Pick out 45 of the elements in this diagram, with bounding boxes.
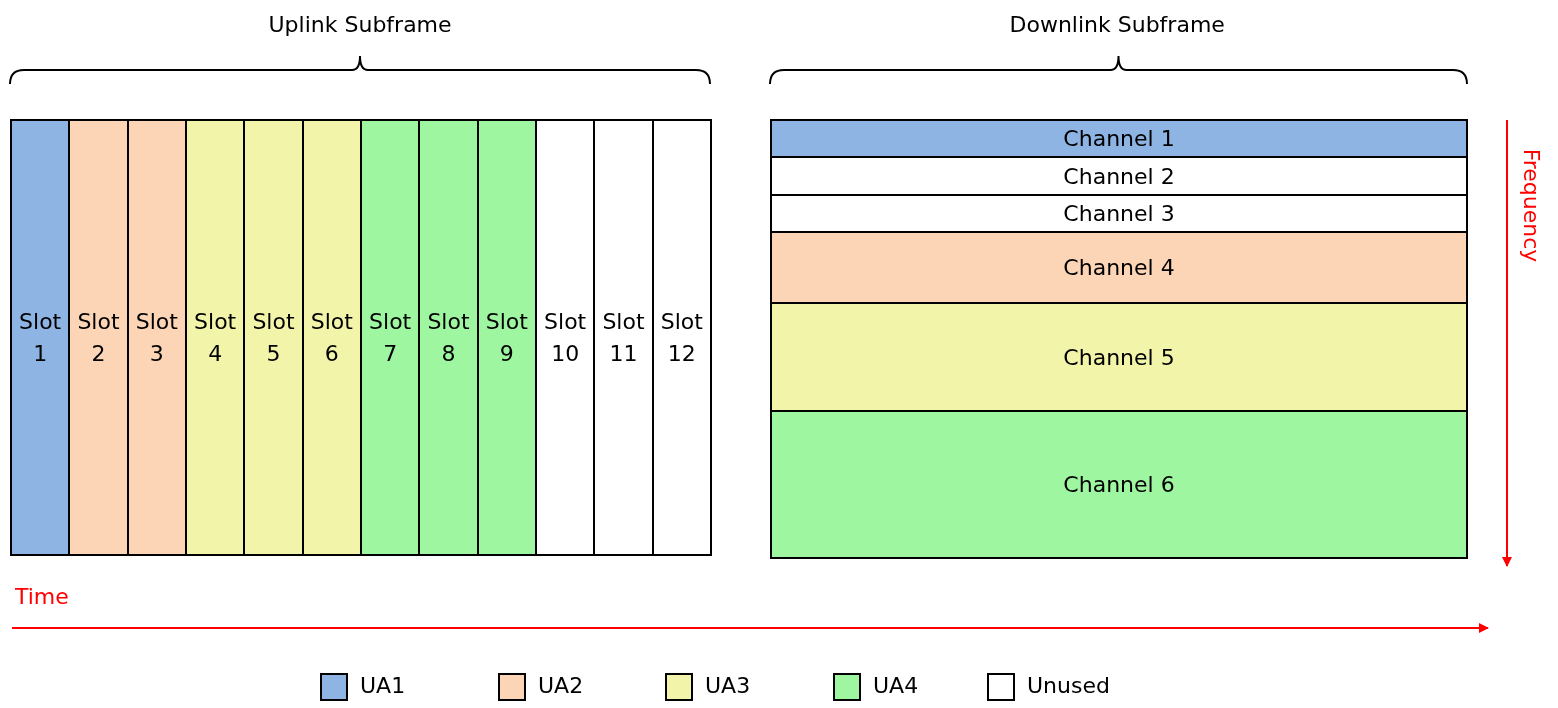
- slot-label: Slot 11: [602, 307, 645, 368]
- time-slot: [476, 119, 537, 556]
- slot-label: Slot 3: [135, 307, 178, 368]
- channel-label: Channel 2: [1063, 163, 1175, 189]
- slot-label: Slot 12: [660, 307, 703, 368]
- channel-band: [770, 194, 1468, 233]
- section-title: Uplink Subframe: [268, 11, 452, 37]
- time-slot: [68, 119, 129, 556]
- channel-band: [770, 119, 1468, 158]
- time-slot: [185, 119, 246, 556]
- axis-label: Time: [15, 583, 69, 609]
- legend-label: UA1: [360, 673, 406, 698]
- slot-label: Slot 5: [252, 307, 295, 368]
- time-slot: [360, 119, 421, 556]
- channel-band: [770, 156, 1468, 196]
- time-slot: [10, 119, 71, 556]
- time-slot: [301, 119, 362, 556]
- channel-label: Channel 5: [1063, 344, 1175, 370]
- slot-label: Slot 1: [19, 307, 62, 368]
- slot-label: Slot 6: [310, 307, 353, 368]
- channel-label: Channel 6: [1063, 472, 1175, 497]
- time-slot: [651, 119, 712, 556]
- legend-label: UA2: [538, 673, 584, 698]
- slot-label: Slot 7: [369, 307, 412, 368]
- slot-label: Slot 10: [544, 307, 587, 368]
- channel-band: [770, 231, 1468, 304]
- legend-label: UA4: [873, 673, 919, 698]
- slot-label: Slot 8: [427, 307, 470, 368]
- time-slot: [418, 119, 479, 556]
- channel-band: [770, 410, 1468, 559]
- channel-label: Channel 3: [1063, 201, 1175, 226]
- legend-label: Unused: [1027, 673, 1110, 698]
- channel-label: Channel 4: [1063, 255, 1175, 280]
- time-slot: [535, 119, 596, 556]
- channel-label: Channel 1: [1063, 126, 1175, 151]
- axis-label: Frequency: [1519, 148, 1545, 262]
- slot-label: Slot 9: [485, 307, 528, 368]
- time-slot: [593, 119, 654, 556]
- section-title: Downlink Subframe: [1009, 11, 1225, 37]
- slot-label: Slot 4: [194, 307, 237, 368]
- time-slot: [126, 119, 187, 556]
- slot-label: Slot 2: [77, 307, 120, 368]
- time-slot: [243, 119, 304, 556]
- legend-label: UA3: [705, 673, 751, 698]
- channel-band: [770, 302, 1468, 412]
